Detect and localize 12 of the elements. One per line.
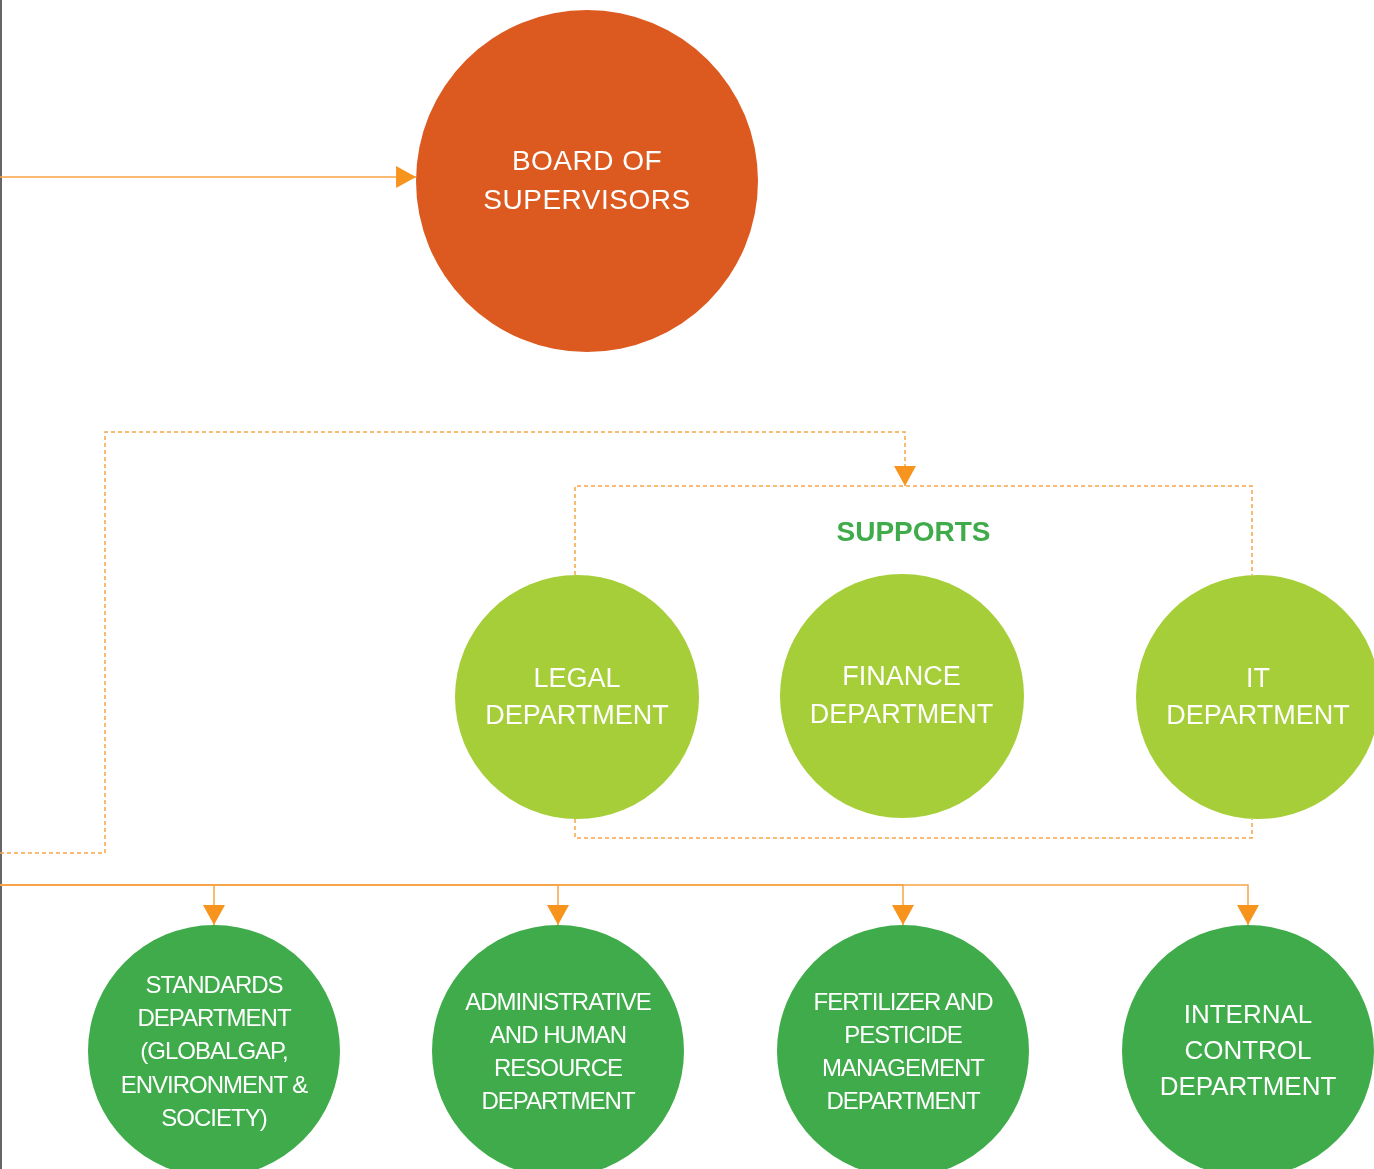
- department-name: FERTILIZER AND PESTICIDE MANAGEMENT DEPARTMENT: [812, 986, 994, 1117]
- department-name: BOARD OF SUPERVISORS: [482, 144, 692, 217]
- department-name: ADMINISTRATIVE AND HUMAN RESOURCE DEPARTMENT: [464, 986, 652, 1117]
- dashed-arrow: [0, 431, 916, 854]
- arrow: [0, 884, 1259, 926]
- department-name: STANDARDS DEPARTMENT (GLOBALGAP, ENVIRONMENT & SOCIETY): [119, 970, 309, 1133]
- department-name: INTERNAL CONTROL DEPARTMENT: [1158, 998, 1338, 1103]
- department-name: LEGAL DEPARTMENT: [484, 661, 670, 732]
- department-name: FINANCE DEPARTMENT: [808, 660, 995, 731]
- arrow: [0, 166, 417, 188]
- group-heading: SUPPORTS: [836, 516, 991, 548]
- department-name: IT DEPARTMENT: [1165, 661, 1351, 732]
